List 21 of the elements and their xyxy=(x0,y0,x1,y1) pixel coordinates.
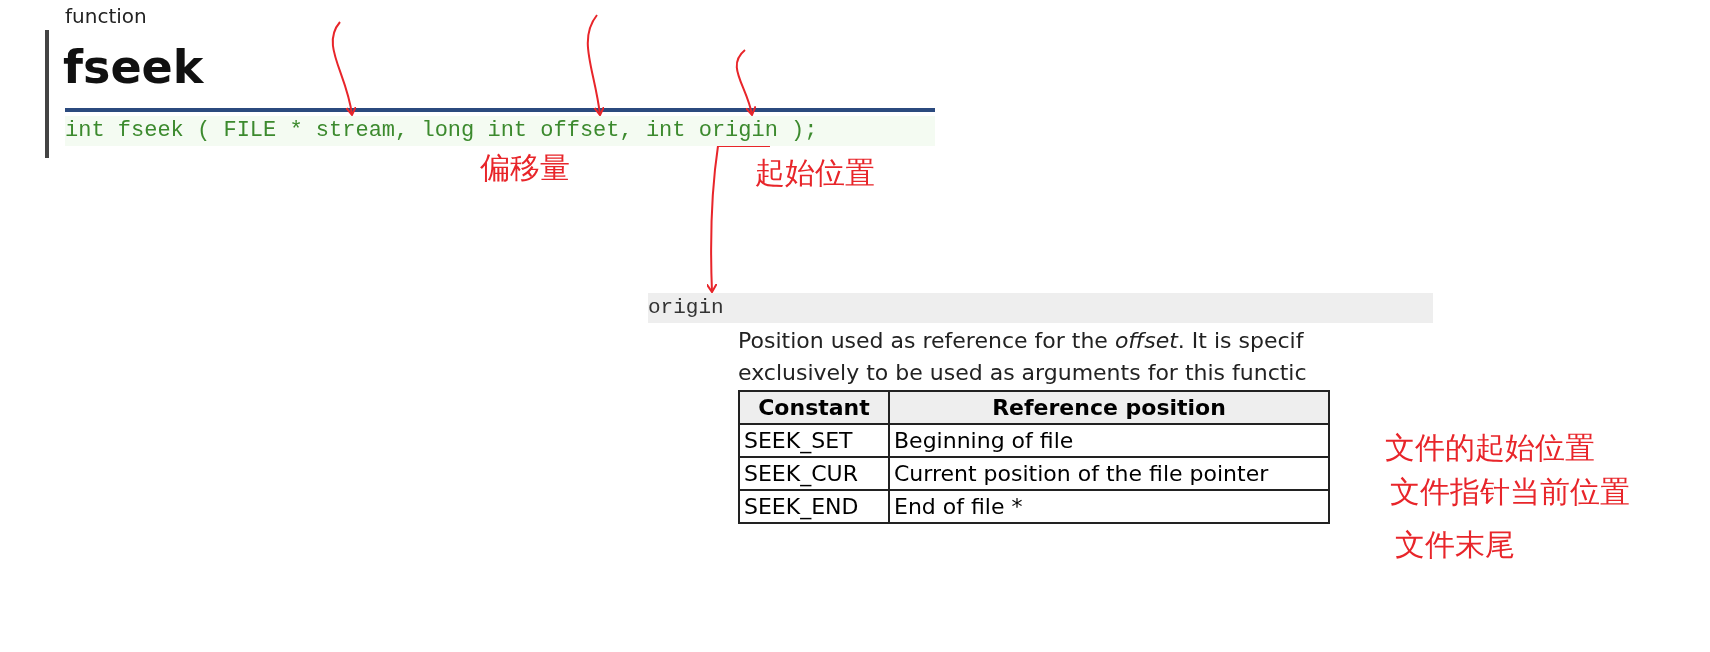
arrow xyxy=(331,21,357,116)
arrow xyxy=(586,14,605,116)
table-cell: SEEK_END xyxy=(739,490,889,523)
annotation-text: 文件末尾 xyxy=(1395,526,1515,564)
table-cell: End of file * xyxy=(889,490,1329,523)
arrow xyxy=(735,49,757,116)
parameter-heading: origin xyxy=(648,293,1433,323)
table-header-cell: Reference position xyxy=(889,391,1329,424)
code-signature: int fseek ( FILE * stream, long int offset, int origin ); xyxy=(65,116,935,146)
table-cell: SEEK_CUR xyxy=(739,457,889,490)
annotation-text: 偏移量 xyxy=(480,149,570,187)
description-text: Position used as reference for the offset. It is specif exclusively to be used as arguments for this functic xyxy=(738,327,1308,387)
annotation-text: 起始位置 xyxy=(755,154,875,192)
category-label: function xyxy=(65,4,147,28)
table-cell: SEEK_SET xyxy=(739,424,889,457)
annotation-text: 文件的起始位置 xyxy=(1385,429,1595,467)
table-cell: Beginning of file xyxy=(889,424,1329,457)
function-name-heading: fseek xyxy=(63,40,204,94)
table-header-cell: Constant xyxy=(739,391,889,424)
annotation-text: 文件指针当前位置 xyxy=(1390,473,1630,511)
table-cell: Current position of the file pointer xyxy=(889,457,1329,490)
